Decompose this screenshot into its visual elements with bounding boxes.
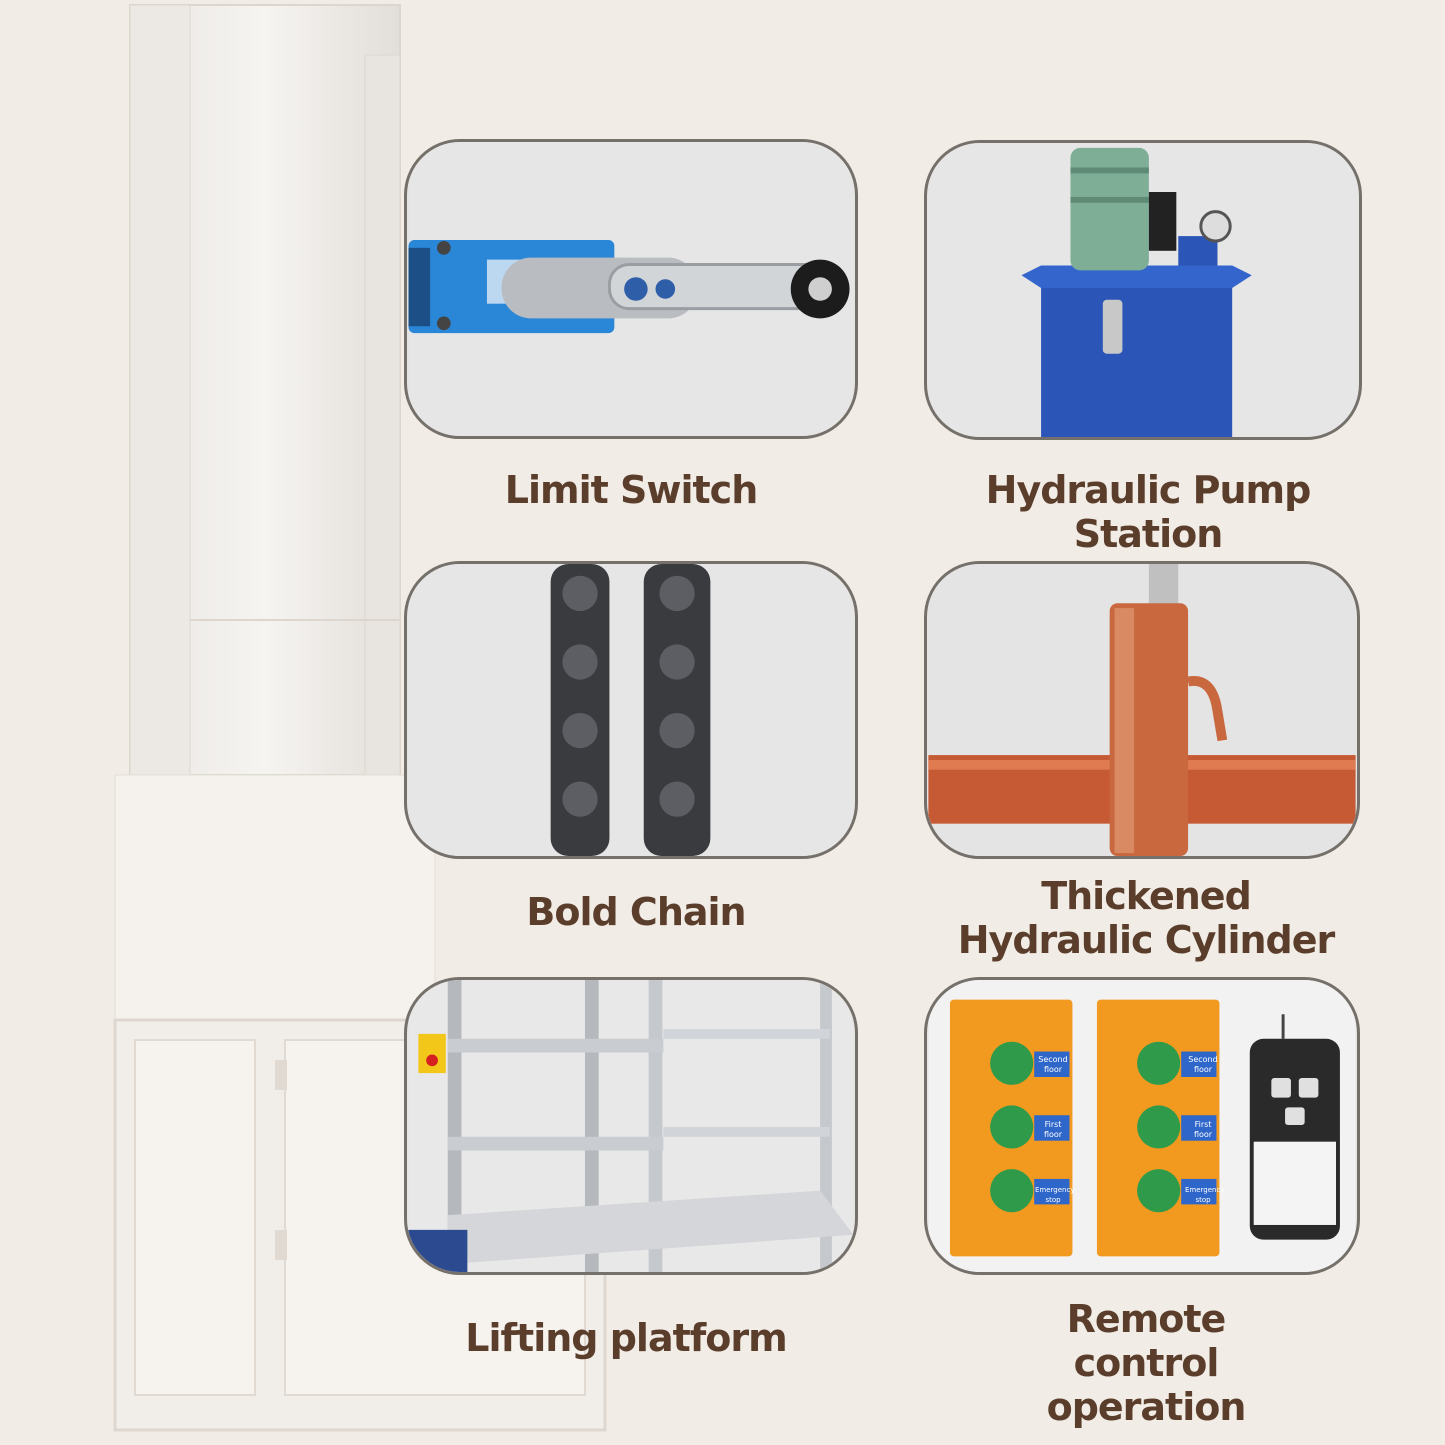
box-right-button-first-floor: First floor	[1193, 1120, 1213, 1139]
home-elevator-illustration	[113, 4, 607, 1432]
box-left-button-second-floor: Second floor	[1038, 1055, 1068, 1074]
hydraulic-cylinder-image	[928, 564, 1356, 856]
hydraulic-pump-station-label: Hydraulic Pump Station	[985, 468, 1312, 556]
box-left-button-emergency-stop: Emergency stop	[1035, 1186, 1075, 1204]
remote-fob-icon	[1249, 1014, 1340, 1240]
limit-switch-image	[408, 142, 854, 436]
hydraulic-pump-image	[928, 143, 1358, 437]
remote-control-label: Remote control operation	[1046, 1297, 1247, 1429]
hydraulic-pump-station-card	[924, 140, 1362, 440]
lifting-platform-label: Lifting platform	[465, 1316, 787, 1360]
box-right-button-emergency-stop: Emergency stop	[1185, 1186, 1225, 1204]
control-box-right	[1096, 999, 1220, 1257]
bold-chain-card	[404, 561, 858, 859]
box-right-button-second-floor: Second floor	[1188, 1055, 1218, 1074]
remote-control-image	[928, 980, 1356, 1272]
lifting-platform-card	[404, 977, 858, 1275]
control-box-left	[949, 999, 1073, 1257]
bold-chain-label: Bold Chain	[526, 890, 746, 934]
remote-control-card: Second floor First floor Emergency stop …	[924, 977, 1360, 1275]
hydraulic-cylinder-card	[924, 561, 1360, 859]
hydraulic-cylinder-label: Thickened Hydraulic Cylinder	[957, 874, 1336, 962]
bold-chain-image	[408, 564, 854, 856]
limit-switch-card	[404, 139, 858, 439]
lifting-platform-image	[408, 980, 854, 1272]
box-left-button-first-floor: First floor	[1043, 1120, 1063, 1139]
limit-switch-label: Limit Switch	[504, 468, 759, 512]
